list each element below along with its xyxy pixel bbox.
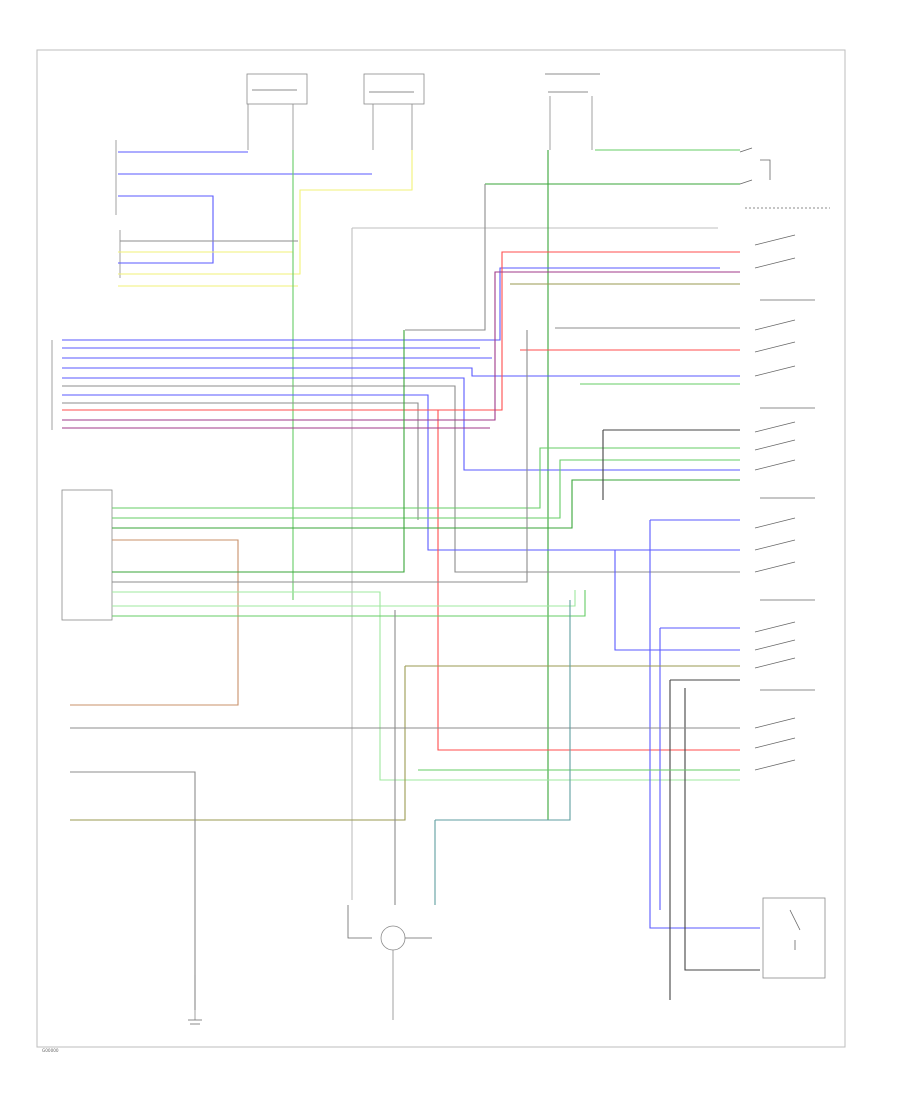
diagram-frame (36, 49, 846, 1048)
ground-left (188, 975, 202, 1025)
figure-code: G00000 (42, 1048, 59, 1053)
bottom-motor (347, 905, 432, 1020)
control-module (61, 489, 113, 621)
top-right-module (545, 73, 600, 150)
left-connector-upper (115, 140, 121, 278)
wire-gray-ref (351, 227, 718, 900)
bottom-right-module (762, 897, 826, 979)
harness-wires (62, 149, 760, 1010)
top-left-sensor (246, 73, 308, 150)
right-switches (739, 147, 830, 771)
top-center-sensor (363, 73, 425, 150)
